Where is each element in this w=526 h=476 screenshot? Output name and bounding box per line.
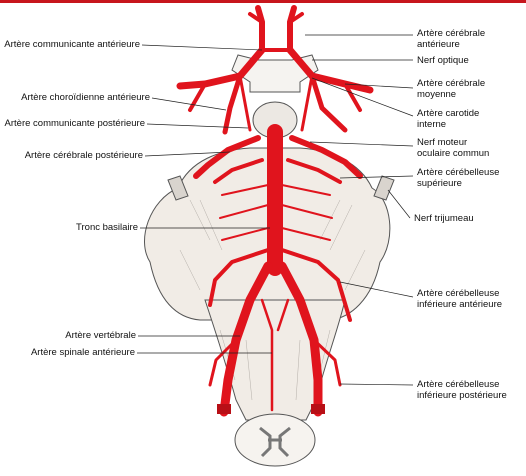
label-nerf-trijumeau: Nerf trijumeau [414, 213, 474, 224]
label-cerebrale-posterieure: Artère cérébrale postérieure [25, 150, 143, 161]
label-choroidienne-anterieure: Artère choroïdienne antérieure [21, 92, 150, 103]
label-communicante-anterieure: Artère communicante antérieure [4, 39, 140, 50]
vertebral-cut-left [217, 404, 231, 414]
label-spinale-anterieure: Artère spinale antérieure [31, 347, 135, 358]
label-communicante-posterieure: Artère communicante postérieure [5, 118, 145, 129]
trigeminal-nerve-right [374, 176, 394, 200]
label-nerf-optique: Nerf optique [417, 55, 469, 66]
label-tronc-basilaire: Tronc basilaire [76, 222, 138, 233]
label-vertebrale: Artère vertébrale [65, 330, 136, 341]
vertebral-cut-right [311, 404, 325, 414]
